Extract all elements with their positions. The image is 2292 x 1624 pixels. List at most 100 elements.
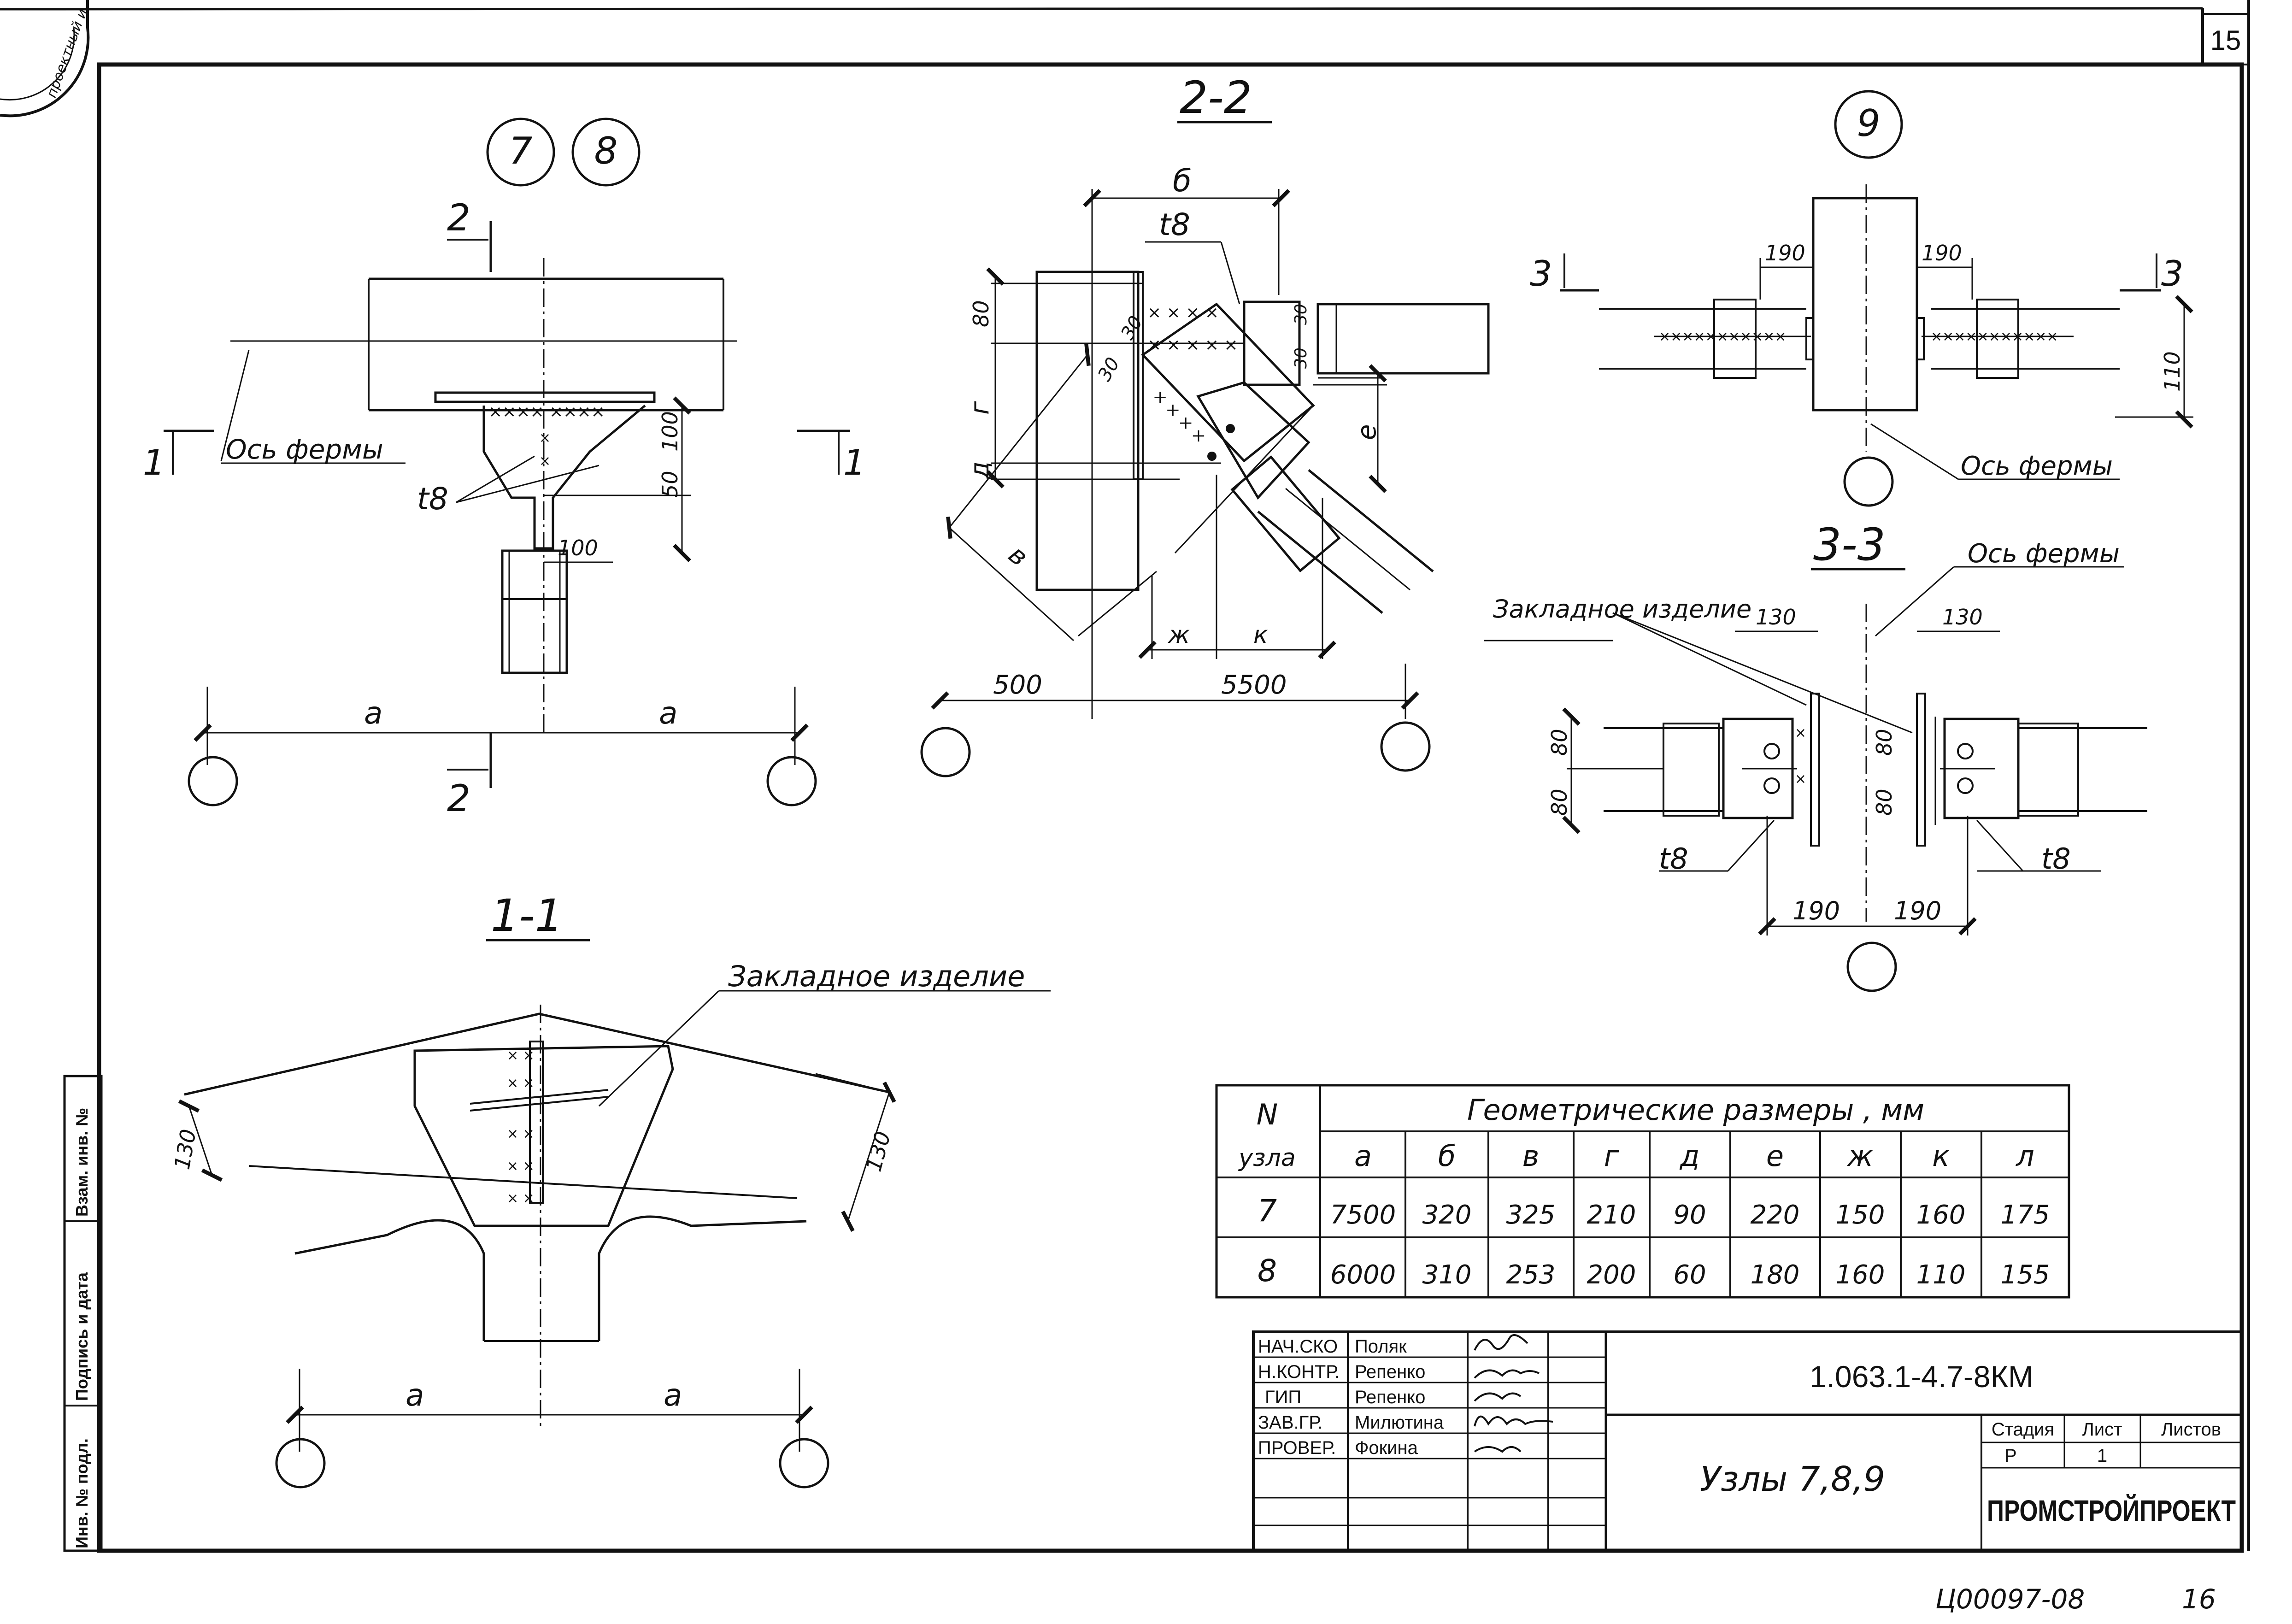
col-a: а [1354,1139,1372,1173]
organization-name: ПРОМСТРОЙПРОЕКТ [1987,1494,2236,1527]
col-zh: ж [1846,1139,1873,1173]
strip-replace-inv: Взам. инв. № [72,1108,91,1217]
svg-text:×: × [539,453,551,469]
node-label-9: 9 [1857,102,1881,145]
signer-name-2: Репенко [1355,1362,1425,1382]
bottom-doc-code: Ц00097-08 [1935,1583,2085,1615]
svg-text:80: 80 [1872,729,1897,756]
approval-stamp: проектный и [0,0,91,118]
axis-label: Ось фермы [226,434,383,465]
svg-text:3: 3 [2161,253,2183,294]
svg-text:110: 110 [2160,351,2185,392]
table-header-n: N [1257,1098,1278,1131]
dim-5500: 5500 [1221,670,1287,700]
row-8-g: 200 [1587,1260,1636,1290]
signer-name-1: Поляк [1355,1336,1407,1357]
cut-3-right: 3 [2120,253,2183,294]
svg-text:130: 130 [861,1129,895,1174]
row-8-l: 155 [2001,1260,2050,1290]
view-node-9: 9 3 3 ××××××××××× ××××××××××× 190 190 [1530,90,2193,507]
embedded-label: Закладное изделие [1493,594,1751,624]
stamp-text: проектный и [44,6,91,100]
bottom-page-number: 16 [2182,1583,2216,1615]
row-8-e: 180 [1751,1260,1800,1290]
node-circle-9 [1834,90,1903,159]
signature-3 [1474,1392,1522,1402]
view-nodes-7-8: 7 8 2 ×××× ×××× × × Ось фермы t8 [143,118,865,820]
svg-text:130: 130 [1942,605,1983,630]
node-label-8: 8 [594,129,618,172]
svg-text:1: 1 [843,442,865,483]
dim-e: е [1352,424,1382,440]
table-header-node: узла [1238,1144,1296,1172]
svg-text:× ×: × × [507,1158,535,1174]
signer-role-1: НАЧ.СКО [1258,1336,1338,1357]
row-8-b: 310 [1422,1260,1472,1290]
svg-text:× × × × ×: × × × × × [1147,335,1238,354]
dim-80: 80 [969,300,993,327]
node-circle-8 [571,118,641,187]
span-dims: a a [188,687,817,806]
svg-text:130: 130 [170,1127,201,1171]
signer-name-5: Фокина [1355,1438,1418,1458]
signer-role-3: ГИП [1265,1387,1301,1407]
svg-text:3: 3 [1530,253,1552,294]
dims-vertical: 100 50 100 [544,396,691,563]
stage-label: Стадия [1992,1419,2054,1440]
row-7-v: 325 [1506,1200,1556,1230]
col-v: в [1522,1139,1540,1173]
axis-label-3-3: Ось фермы [1968,539,2120,569]
signer-name-4: Милютина [1355,1412,1444,1433]
svg-text:1: 1 [143,442,165,483]
column-stub [501,549,568,674]
section-title-1-1: 1-1 [491,890,563,941]
section-mark-2-bottom: 2 [447,733,492,820]
cut-3-left: 3 [1530,253,1599,294]
col-l: л [2016,1139,2034,1173]
col-g: г [1604,1139,1619,1173]
svg-text:100: 100 [658,411,682,452]
row-8-v: 253 [1506,1260,1556,1290]
svg-text:× × × ×: × × × × [1147,303,1219,322]
table-header-group: Геометрические размеры , мм [1467,1093,1924,1127]
row-7-d: 90 [1673,1200,1706,1230]
cut-1-left: 1 [143,430,214,483]
col-k: к [1932,1139,1950,1173]
svg-text:80: 80 [1872,788,1897,816]
signature-1 [1474,1334,1528,1351]
col-d: д [1680,1139,1700,1173]
dimensions-table: N узла Геометрические размеры , мм а б в… [1215,1084,2070,1299]
row-7-node: 7 [1258,1193,1277,1229]
title-block: НАЧ.СКО Поляк Н.КОНТР. Репенко ГИП Репен… [1252,1330,2243,1552]
dim-500: 500 [993,670,1042,700]
svg-text:190: 190 [1792,896,1840,925]
dim-g: г [965,401,995,415]
svg-text:190: 190 [1922,241,1962,265]
svg-text:80: 80 [1547,788,1572,816]
row-7-k: 160 [1916,1200,1966,1230]
svg-text:30: 30 [1292,304,1311,325]
dim-zh: ж [1168,621,1190,649]
svg-text:a: a [664,1377,682,1413]
svg-text:2: 2 [447,777,470,820]
svg-text:×: × [539,430,551,446]
svg-text:×××× ××××: ×××× ×××× [488,402,605,421]
signature-4 [1474,1415,1553,1427]
svg-text:a: a [364,695,382,731]
cut-1-right: 1 [797,430,865,483]
thickness-t8-left: t8 [1659,842,1688,876]
signer-role-2: Н.КОНТР. [1258,1362,1340,1382]
svg-text:2: 2 [447,196,470,239]
row-7-zh: 150 [1836,1200,1885,1230]
node-label-7: 7 [509,129,533,172]
doc-code: 1.063.1-4.7-8КМ [1810,1359,2033,1394]
thickness-t8-right: t8 [2041,842,2071,876]
svg-text:×: × [1795,771,1806,787]
signature-5 [1474,1446,1522,1453]
section-title-3-3: 3-3 [1813,519,1886,571]
svg-text:× ×: × × [507,1075,535,1091]
sheets-label: Листов [2161,1419,2221,1440]
row-8-a: 6000 [1330,1260,1396,1290]
signer-role-5: ПРОВЕР. [1258,1438,1336,1458]
